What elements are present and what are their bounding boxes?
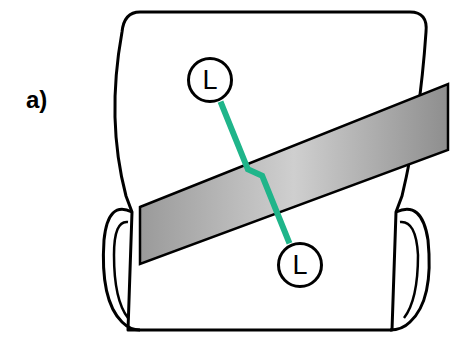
dna-loop-right	[390, 209, 429, 330]
panel-label: a)	[26, 86, 47, 114]
dna-loop-right-inner	[400, 222, 418, 318]
node-label: L	[292, 252, 307, 279]
ligand-circle: L	[187, 57, 233, 103]
dna-loop-left	[103, 209, 140, 330]
grey-band	[140, 84, 448, 264]
ligand-circle: L	[277, 242, 323, 288]
interaction-connector	[220, 102, 289, 244]
node-label: L	[202, 67, 217, 94]
dna-loop-left-inner	[114, 222, 128, 318]
